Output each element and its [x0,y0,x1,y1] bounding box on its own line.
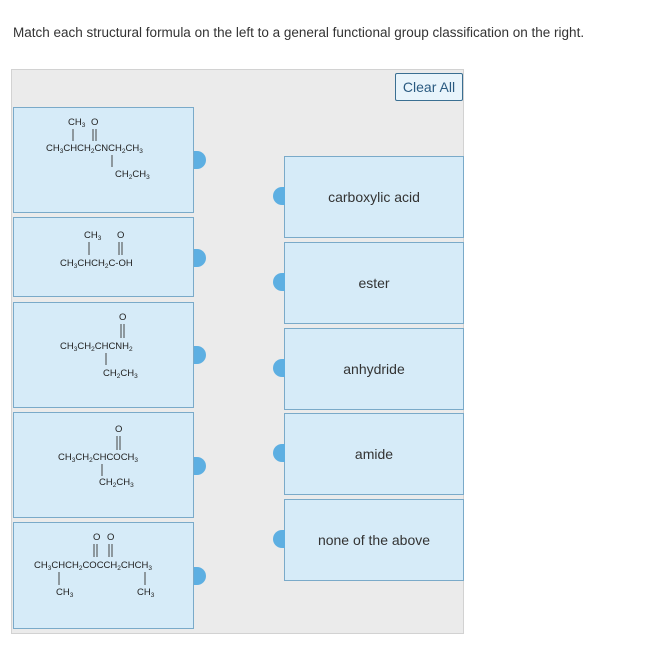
structural-formula-3: O CH3CH2CHCNH2 CH2CH3 [60,312,138,380]
category-label: carboxylic acid [328,189,420,205]
formula-4-ethyl: CH2CH3 [99,477,134,489]
category-label: amide [354,446,394,462]
formula-3-connector-handle[interactable] [194,346,206,364]
clear-all-button[interactable]: Clear All [395,73,463,101]
category-label: none of the above [317,532,431,548]
formula-5-connector-handle[interactable] [194,567,206,585]
formula-4-main-chain: CH3CH2CHCOCH3 [58,452,138,464]
category-card-amide[interactable]: amide [284,413,464,495]
formula-1-ch3-top: CH3 [68,117,86,129]
formula-5-methyl-left: CH3 [56,587,74,599]
formula-1-connector-handle[interactable] [194,151,206,169]
formula-5-methyl-right: CH3 [137,587,155,599]
instruction-text: Match each structural formula on the lef… [13,25,585,40]
formula-card-1[interactable]: CH3 O CH3CHCH2CNCH2CH3 CH2CH3 [13,107,194,213]
category-1-connector-handle[interactable] [273,187,285,205]
formula-2-main-chain: CH3CHCH2C-OH [60,258,133,270]
structural-formula-1: CH3 O CH3CHCH2CNCH2CH3 CH2CH3 [46,117,150,181]
formula-card-5[interactable]: O O CH3CHCH2COCCH2CHCH3 CH3 CH3 [13,522,194,629]
structural-formula-5: O O CH3CHCH2COCCH2CHCH3 CH3 CH3 [34,532,155,599]
formula-1-o-top: O [91,117,98,128]
formula-4-connector-handle[interactable] [194,457,206,475]
category-card-anhydride[interactable]: anhydride [284,328,464,410]
category-label: anhydride [343,361,405,377]
formula-card-4[interactable]: O CH3CH2CHCOCH3 CH2CH3 [13,412,194,518]
category-card-carboxylic-acid[interactable]: carboxylic acid [284,156,464,238]
formula-3-main-chain: CH3CH2CHCNH2 [60,341,133,353]
category-2-connector-handle[interactable] [273,273,285,291]
formula-5-o-top-right: O [107,532,114,543]
formula-2-ch3-top: CH3 [84,230,102,242]
formula-3-ethyl: CH2CH3 [103,368,138,380]
category-card-ester[interactable]: ester [284,242,464,324]
formula-3-o-top: O [119,312,126,323]
formula-5-main-chain: CH3CHCH2COCCH2CHCH3 [34,560,152,572]
formula-card-2[interactable]: CH3 O CH3CHCH2C-OH [13,217,194,297]
formula-1-main-chain: CH3CHCH2CNCH2CH3 [46,143,143,155]
category-card-none-of-the-above[interactable]: none of the above [284,499,464,581]
category-3-connector-handle[interactable] [273,359,285,377]
structural-formula-4: O CH3CH2CHCOCH3 CH2CH3 [58,424,138,489]
formula-1-ethyl: CH2CH3 [115,169,150,181]
formula-2-connector-handle[interactable] [194,249,206,267]
category-5-connector-handle[interactable] [273,530,285,548]
category-label: ester [358,275,390,291]
formula-5-o-top-left: O [93,532,100,543]
formula-card-3[interactable]: O CH3CH2CHCNH2 CH2CH3 [13,302,194,408]
formula-2-o-top: O [117,230,124,241]
formula-4-o-top: O [115,424,122,435]
structural-formula-2: CH3 O CH3CHCH2C-OH [60,230,133,270]
category-4-connector-handle[interactable] [273,444,285,462]
